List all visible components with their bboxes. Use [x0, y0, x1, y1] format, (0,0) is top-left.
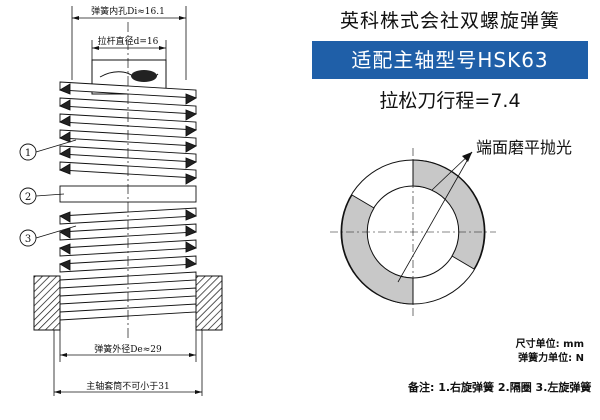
marker-3-label: 3 — [25, 234, 31, 245]
sleeve-dimension: 主轴套筒不可小于31 — [53, 330, 203, 396]
sleeve-label: 主轴套筒不可小于31 — [86, 380, 169, 392]
sleeve-wall-left — [33, 275, 61, 331]
inner-diameter-dimension: 弹簧内孔Di≈16.1 — [71, 5, 187, 80]
stroke-spec: 拉松刀行程=7.4 — [379, 90, 521, 112]
company-title: 英科株式会社双螺旋弹簧 — [339, 10, 560, 32]
marker-2: 2 — [19, 187, 65, 205]
ground-face-lower — [341, 194, 414, 305]
force-unit-label: 弹簧力单位: N — [518, 353, 584, 364]
model-banner: 适配主轴型号HSK63 — [312, 41, 588, 79]
marker-1: 1 — [19, 139, 77, 161]
inner-diameter-label: 弹簧内孔Di≈16.1 — [91, 5, 165, 17]
size-unit-label: 尺寸单位: mm — [515, 339, 584, 350]
marker-2-label: 2 — [25, 192, 31, 203]
marker-1-label: 1 — [25, 148, 31, 159]
legend-note: 备注: 1.右旋弹簧 2.隔圈 3.左旋弹簧 — [408, 381, 592, 394]
marker-3: 3 — [19, 225, 77, 247]
end-face-diagram — [330, 148, 496, 316]
end-face-callout: 端面磨平抛光 — [476, 138, 573, 157]
outer-diameter-dimension: 弹簧外径De≈29 — [59, 320, 197, 362]
ground-face-upper — [412, 159, 485, 270]
outer-diameter-label: 弹簧外径De≈29 — [94, 343, 162, 355]
sleeve-wall-right — [195, 275, 223, 331]
